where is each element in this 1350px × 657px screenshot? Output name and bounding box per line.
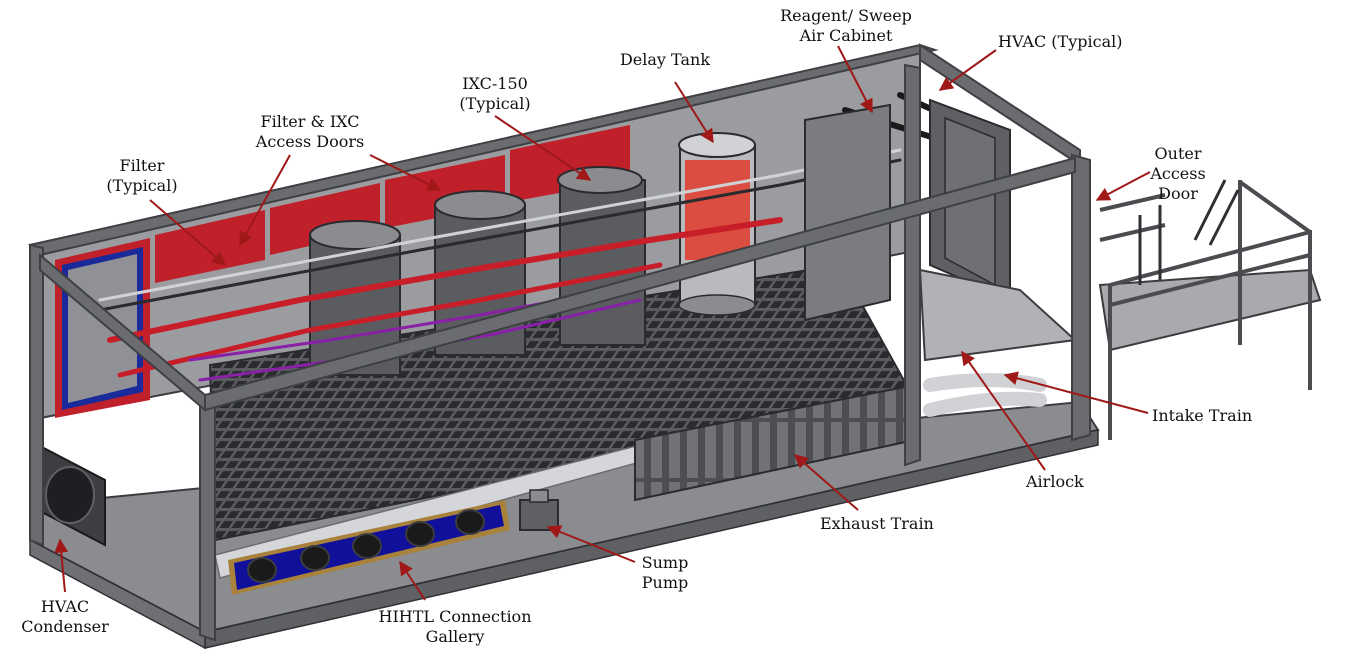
label-hihtl-gallery: HIHTL Connection Gallery xyxy=(360,607,550,647)
arrow-exhaust xyxy=(793,454,859,511)
label-reagent-cabinet: Reagent/ Sweep Air Cabinet xyxy=(771,6,921,46)
label-line: (Typical) xyxy=(106,176,178,195)
arrow-outer-door xyxy=(1095,171,1151,201)
label-delay-tank: Delay Tank xyxy=(600,50,730,70)
label-line: Gallery xyxy=(425,627,485,646)
label-ixc: IXC-150 (Typical) xyxy=(435,74,555,114)
arrow-reagent xyxy=(837,45,873,114)
label-line: Condenser xyxy=(21,617,109,636)
label-line: IXC-150 xyxy=(462,74,528,93)
label-line: Access xyxy=(1150,164,1206,183)
label-line: Intake Train xyxy=(1152,406,1253,425)
label-filter-ixc-doors: Filter & IXC Access Doors xyxy=(245,112,375,152)
sump-pump xyxy=(519,489,559,531)
arrow-ixc xyxy=(494,115,592,181)
label-hvac: HVAC (Typical) xyxy=(998,32,1122,52)
label-outer-access-door: Outer Access Door xyxy=(1138,144,1218,204)
label-line: Delay Tank xyxy=(619,50,711,69)
hihtl-gallery xyxy=(228,500,510,595)
label-line: Door xyxy=(1158,184,1198,203)
label-line: Sump xyxy=(641,553,689,572)
arrow-access-door-1 xyxy=(239,154,291,247)
label-line: HIHTL Connection xyxy=(378,607,532,626)
label-exhaust-train: Exhaust Train xyxy=(820,514,934,534)
label-line: Filter & IXC xyxy=(260,112,360,131)
label-line: Access Doors xyxy=(255,132,365,151)
callout-arrows xyxy=(54,45,1151,601)
intake-train xyxy=(923,373,1047,417)
label-sump-pump: Sump Pump xyxy=(625,553,705,593)
label-line: Exhaust Train xyxy=(820,514,934,533)
label-line: (Typical) xyxy=(459,94,531,113)
label-intake-train: Intake Train xyxy=(1152,406,1252,426)
label-line: Air Cabinet xyxy=(799,26,893,45)
arrow-access-door-2 xyxy=(369,154,442,191)
label-line: Pump xyxy=(641,573,689,592)
arrow-hvac xyxy=(938,49,997,91)
arrow-intake xyxy=(1003,371,1149,414)
label-line: Reagent/ Sweep xyxy=(780,6,912,25)
label-line: HVAC (Typical) xyxy=(998,32,1123,51)
arrow-hihtl xyxy=(399,560,426,601)
arrow-filter xyxy=(149,199,227,266)
label-line: Outer xyxy=(1154,144,1202,163)
outer-stairs xyxy=(1098,179,1322,440)
label-filter: Filter (Typical) xyxy=(92,156,192,196)
label-hvac-condenser: HVAC Condenser xyxy=(10,597,120,637)
arrow-delay-tank xyxy=(674,81,714,144)
arrow-airlock xyxy=(961,350,1046,471)
label-line: Filter xyxy=(119,156,165,175)
arrow-condenser xyxy=(54,538,69,593)
label-line: Airlock xyxy=(1026,472,1084,491)
label-line: HVAC xyxy=(40,597,90,616)
arrow-sump xyxy=(546,525,636,563)
label-airlock: Airlock xyxy=(1026,472,1084,492)
